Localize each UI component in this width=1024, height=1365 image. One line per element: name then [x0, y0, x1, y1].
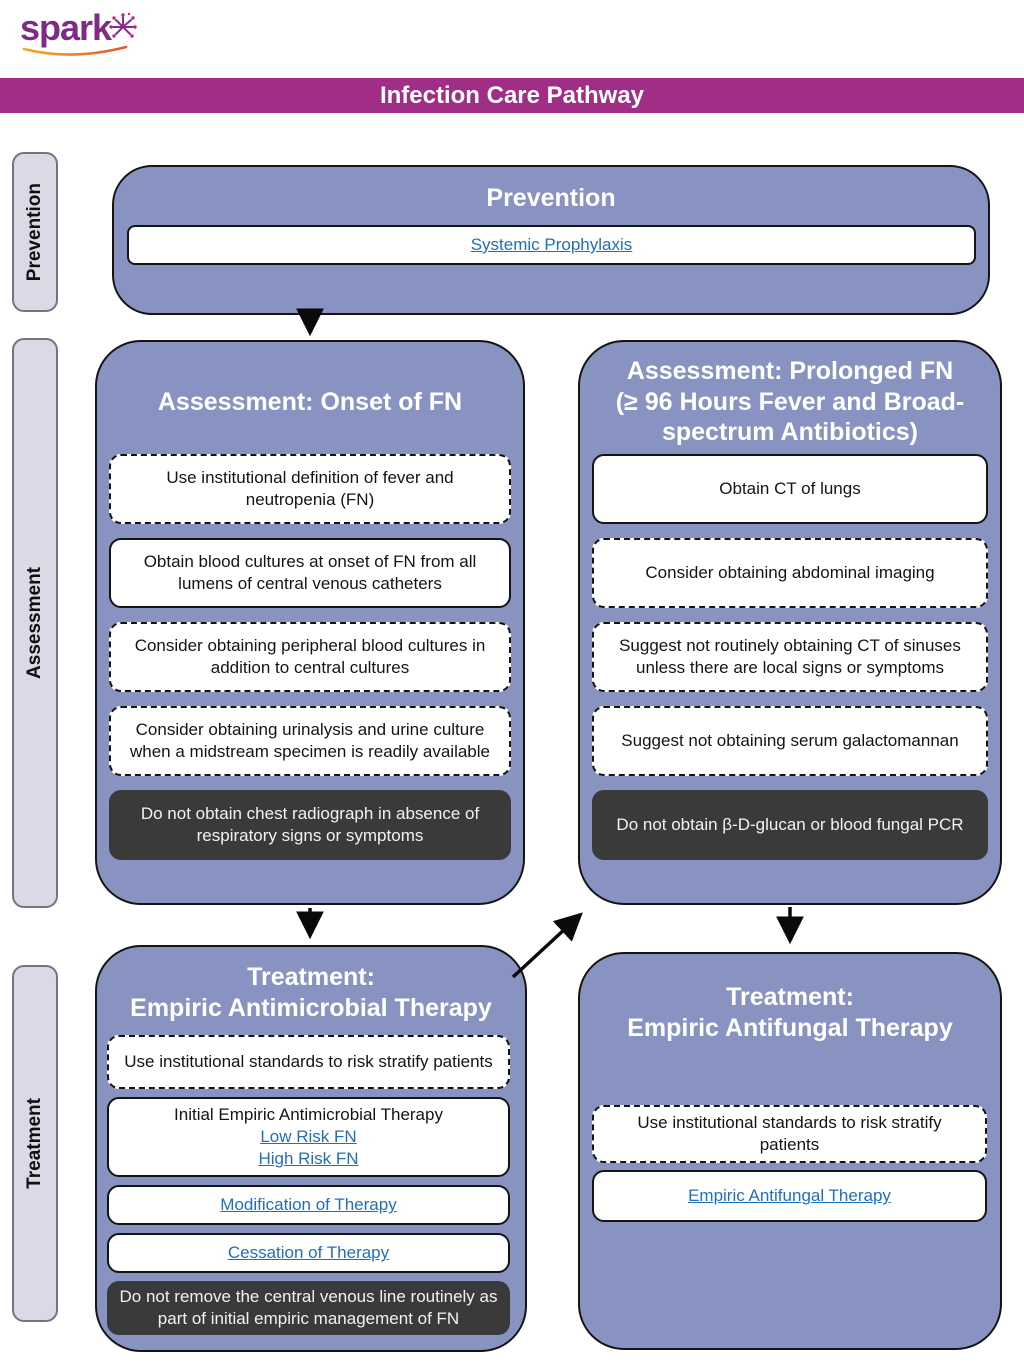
pathway-step-text: Use institutional standards to risk stra…: [124, 1051, 493, 1071]
pathway-step-text: Do not remove the central venous line ro…: [119, 1287, 498, 1329]
pathway-step: Empiric Antifungal Therapy: [592, 1170, 987, 1223]
title-line: (≥ 96 Hours Fever and Broad-: [615, 387, 965, 416]
do-not-recommendation: Do not obtain β-D-glucan or blood fungal…: [592, 790, 988, 860]
title-line: Prevention: [486, 184, 616, 212]
pathway-step-text: Use institutional standards to risk stra…: [637, 1113, 942, 1155]
sidebar-label-treatment: Treatment: [24, 1098, 45, 1189]
title-line: Empiric Antifungal Therapy: [627, 1013, 953, 1042]
pathway-step: Consider obtaining urinalysis and urine …: [109, 706, 511, 776]
node-treatment-antifungal: Treatment: Empiric Antifungal Therapy Us…: [578, 952, 1002, 1350]
pathway-step-text: Do not obtain chest radiograph in absenc…: [140, 803, 480, 845]
pathway-link[interactable]: Empiric Antifungal Therapy: [688, 1186, 891, 1206]
pathway-step-text: Obtain CT of lungs: [719, 478, 861, 498]
spark-logo-text: spark: [20, 7, 112, 48]
pathway-step: Obtain CT of lungs: [592, 454, 988, 524]
spark-logo: spark: [20, 10, 150, 68]
node-assessment-onset: Assessment: Onset of FN Use institutiona…: [95, 340, 525, 905]
pathway-step-text: Consider obtaining peripheral blood cult…: [134, 635, 486, 677]
sidebar-label-prevention: Prevention: [24, 182, 45, 282]
page-banner: Infection Care Pathway: [0, 78, 1024, 113]
node-treatment-antifungal-title: Treatment: Empiric Antifungal Therapy: [588, 982, 992, 1043]
arrow-antimicrobial-to-prolonged: [511, 912, 583, 979]
title-line: Empiric Antimicrobial Therapy: [130, 993, 492, 1022]
pathway-step: Modification of Therapy: [107, 1185, 510, 1226]
title-line: Assessment: Prolonged FN: [626, 357, 954, 385]
node-assessment-prolonged: Assessment: Prolonged FN (≥ 96 Hours Fev…: [578, 340, 1002, 905]
pathway-step: Use institutional definition of fever an…: [109, 454, 511, 524]
treatment-antifungal-items: Use institutional standards to risk stra…: [592, 1105, 987, 1223]
node-prevention: Prevention Systemic Prophylaxis: [112, 165, 990, 315]
starburst-firework-icon: [109, 12, 137, 38]
pathway-step-text: Consider obtaining abdominal imaging: [645, 562, 935, 582]
pathway-step: Systemic Prophylaxis: [127, 225, 976, 265]
pathway-step: Suggest not obtaining serum galactomanna…: [592, 706, 988, 776]
node-assessment-prolonged-title: Assessment: Prolonged FN (≥ 96 Hours Fev…: [588, 356, 992, 448]
pathway-step-text: Suggest not routinely obtaining CT of si…: [619, 635, 961, 677]
node-treatment-antimicrobial-title: Treatment: Empiric Antimicrobial Therapy: [105, 962, 517, 1023]
sidebar-item-treatment: Treatment: [12, 965, 58, 1322]
sidebar-item-prevention: Prevention: [12, 152, 58, 312]
pathway-step-text: Consider obtaining urinalysis and urine …: [130, 719, 490, 761]
sidebar-item-assessment: Assessment: [12, 338, 58, 908]
pathway-step: Use institutional standards to risk stra…: [592, 1105, 987, 1164]
pathway-step: Cessation of Therapy: [107, 1233, 510, 1274]
title-line: Treatment:: [247, 963, 375, 991]
treatment-antimicrobial-items: Use institutional standards to risk stra…: [107, 1035, 510, 1336]
sidebar-label-assessment: Assessment: [24, 567, 45, 679]
title-line: spectrum Antibiotics): [661, 418, 919, 446]
title-line: Assessment: Onset of FN: [157, 388, 463, 416]
pathway-link[interactable]: High Risk FN: [258, 1149, 359, 1169]
pathway-step-text: Use institutional definition of fever an…: [166, 467, 454, 509]
do-not-recommendation: Do not remove the central venous line ro…: [107, 1281, 510, 1336]
pathway-step: Obtain blood cultures at onset of FN fro…: [109, 538, 511, 608]
node-assessment-onset-title: Assessment: Onset of FN: [105, 387, 515, 418]
pathway-step: Consider obtaining peripheral blood cult…: [109, 622, 511, 692]
do-not-recommendation: Do not obtain chest radiograph in absenc…: [109, 790, 511, 860]
pathway-step: Consider obtaining abdominal imaging: [592, 538, 988, 608]
logo-swoosh: [22, 45, 128, 56]
assessment-onset-items: Use institutional definition of fever an…: [109, 454, 511, 860]
pathway-link[interactable]: Modification of Therapy: [220, 1195, 397, 1215]
pathway-step-text: Suggest not obtaining serum galactomanna…: [621, 730, 959, 750]
pathway-step-text: Do not obtain β-D-glucan or blood fungal…: [616, 814, 964, 834]
pathway-step: Use institutional standards to risk stra…: [107, 1035, 510, 1089]
title-line: Treatment:: [726, 983, 854, 1011]
pathway-step-text: Initial Empiric Antimicrobial Therapy: [174, 1105, 443, 1124]
pathway-step-text: Obtain blood cultures at onset of FN fro…: [143, 551, 477, 593]
pathway-step: Suggest not routinely obtaining CT of si…: [592, 622, 988, 692]
prevention-items: Systemic Prophylaxis: [127, 225, 976, 265]
pathway-link[interactable]: Cessation of Therapy: [227, 1243, 390, 1263]
pathway-link[interactable]: Systemic Prophylaxis: [470, 234, 633, 254]
node-treatment-antimicrobial: Treatment: Empiric Antimicrobial Therapy…: [95, 945, 527, 1352]
pathway-link[interactable]: Low Risk FN: [260, 1127, 357, 1147]
node-prevention-title: Prevention: [122, 183, 980, 214]
page-title: Infection Care Pathway: [379, 81, 645, 109]
